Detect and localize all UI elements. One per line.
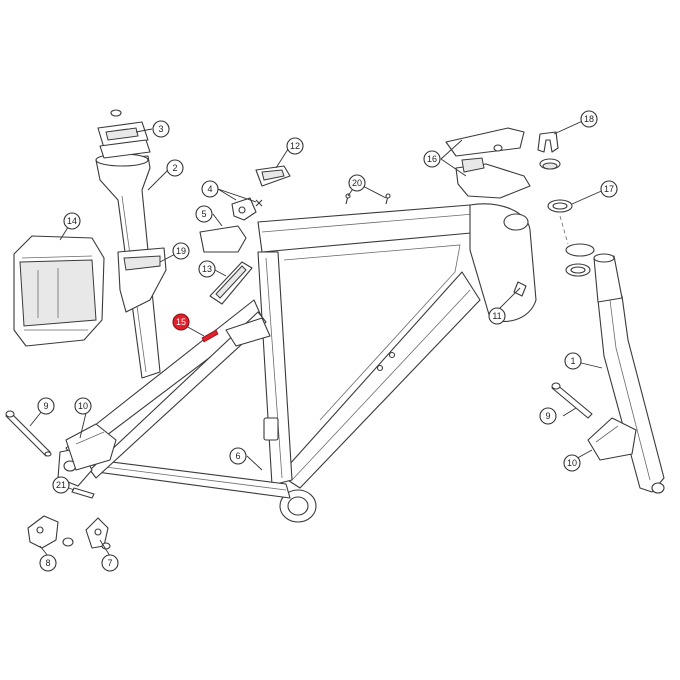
callout-20: 20 [348,174,366,192]
callout-14-label: 14 [67,216,77,226]
rear-axle [5,410,52,457]
screw-21 [71,487,95,499]
front-brake-mount [587,417,637,461]
callout-9-rear-label: 9 [43,401,48,411]
derailleur-hanger [27,515,74,549]
callout-12-label: 12 [290,141,300,151]
top-tube-cover [255,165,291,187]
callout-20-label: 20 [352,178,362,188]
callout-5: 5 [195,205,213,223]
callout-9-rear: 9 [37,397,55,415]
callout-18: 18 [580,110,598,128]
storage-box [13,235,105,347]
callout-13: 13 [198,260,216,278]
callout-17-label: 17 [604,184,614,194]
callout-14: 14 [63,212,81,230]
callout-9-front: 9 [539,407,557,425]
callout-19: 19 [172,242,190,260]
callout-7-label: 7 [107,558,112,568]
callout-3: 3 [152,120,170,138]
dropout-insert [85,517,111,550]
callout-15: 15 [172,313,190,331]
callout-10-rear: 10 [74,397,92,415]
callout-15-label: 15 [176,317,186,327]
callout-8: 8 [39,554,57,572]
callout-19-label: 19 [176,246,186,256]
callout-10-front-label: 10 [567,458,577,468]
bolt-15 [201,329,219,343]
cable-stop [513,281,527,297]
callout-5-label: 5 [201,209,206,219]
callout-12: 12 [286,137,304,155]
rear-brake-mount [65,423,117,471]
headset-bearings [537,131,595,277]
fork [593,253,665,494]
callout-16: 16 [423,150,441,168]
callout-16-label: 16 [427,154,437,164]
seat-tube-cover [209,261,253,305]
callout-2-label: 2 [172,163,177,173]
callout-3-label: 3 [158,124,163,134]
headset-cover [445,127,531,199]
callout-4: 4 [201,180,219,198]
callout-6-label: 6 [235,451,240,461]
callout-18-label: 18 [584,114,594,124]
main-frame [57,203,537,523]
callout-21: 21 [52,476,70,494]
front-axle [551,382,593,419]
callout-2: 2 [166,159,184,177]
callout-7: 7 [101,554,119,572]
callout-21-label: 21 [56,480,66,490]
callout-11-label: 11 [492,311,501,321]
callout-10-front: 10 [563,454,581,472]
callout-1: 1 [564,352,582,370]
callout-10-rear-label: 10 [78,401,88,411]
screws-20 [345,193,391,205]
callout-17: 17 [600,180,618,198]
callout-13-label: 13 [202,264,212,274]
callout-9-front-label: 9 [545,411,550,421]
callout-1-label: 1 [570,356,575,366]
callout-6: 6 [229,447,247,465]
callout-4-label: 4 [207,184,212,194]
callout-8-label: 8 [45,558,50,568]
seat-clamp-head [97,109,151,159]
seat-clamp [117,247,167,313]
cable-guide-parts [199,197,263,253]
callout-11: 11 [488,307,506,325]
